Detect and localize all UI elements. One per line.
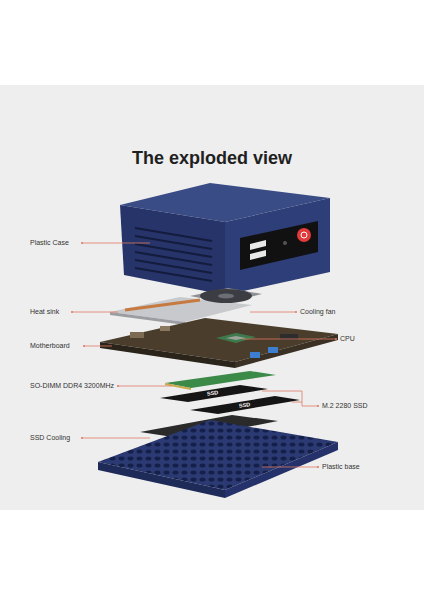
part-label: CPU xyxy=(340,334,355,344)
part-label: Cooling fan xyxy=(300,307,335,317)
heat-sink-fan xyxy=(110,288,262,325)
ssd-module xyxy=(160,385,300,414)
title: The exploded view xyxy=(0,148,424,169)
plastic-base xyxy=(98,420,338,498)
part-label: Motherboard xyxy=(30,341,70,351)
part-label: M.2 2280 SSD xyxy=(322,401,368,411)
ram-module xyxy=(165,371,276,390)
part-label: Heat sink xyxy=(30,307,59,317)
ssd-sticker: SSD xyxy=(207,389,219,398)
part-label: Plastic Case xyxy=(30,238,69,248)
part-label: SO-DIMM DDR4 3200MHz xyxy=(30,381,114,391)
plastic-case xyxy=(120,183,330,295)
part-label: Plastic base xyxy=(322,462,360,472)
part-label: SSD Cooling xyxy=(30,433,70,443)
leader-lines xyxy=(71,242,337,468)
backdrop xyxy=(0,85,424,510)
ssd-sticker: SSD xyxy=(239,401,251,410)
motherboard xyxy=(100,318,338,368)
